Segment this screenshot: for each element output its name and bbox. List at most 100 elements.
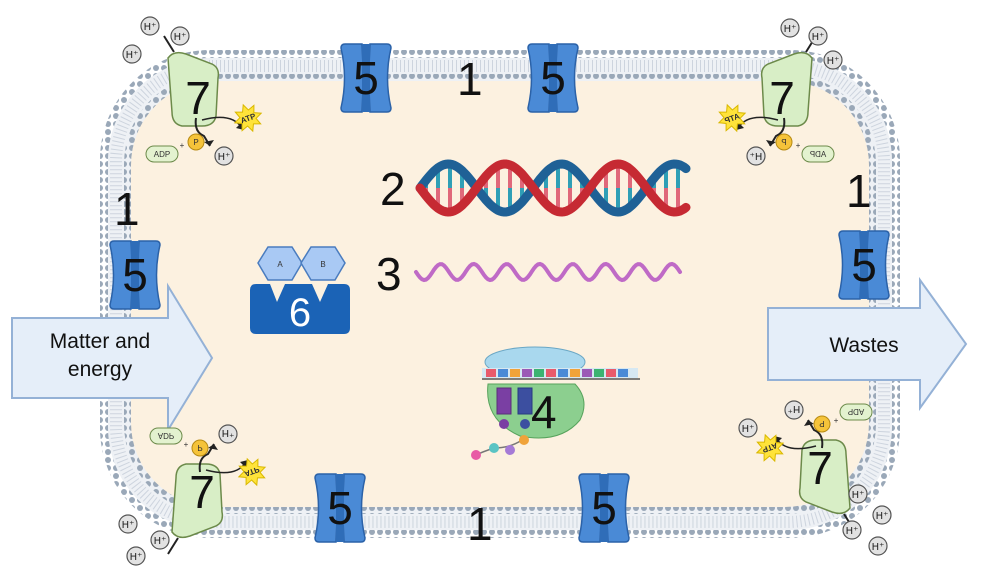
- label-channel: 5: [353, 52, 379, 104]
- proton: H⁺: [868, 536, 888, 556]
- proton-label: H⁺: [788, 403, 801, 414]
- proton: H⁺: [738, 418, 758, 438]
- phosphate-label: P: [819, 419, 824, 428]
- substrate-a: [257, 246, 303, 281]
- matter-energy-arrow: Matter and energy: [11, 282, 214, 434]
- label-atp-synthase: 7: [185, 72, 211, 124]
- adp-molecule: ADP: [839, 403, 873, 421]
- dna-strand-blue: [415, 159, 691, 217]
- adp-label: ADP: [848, 407, 864, 416]
- proton-label: H⁺: [222, 427, 235, 438]
- proton-label: H⁺: [174, 32, 187, 43]
- label-channel: 5: [122, 249, 148, 301]
- proton-label: H⁺: [742, 424, 755, 435]
- proton: H⁺: [823, 50, 843, 70]
- adp-molecule: ADP: [145, 145, 179, 163]
- proton-label: H⁺: [126, 50, 139, 61]
- rna-strand: [414, 261, 682, 283]
- proton-label: H⁺: [144, 22, 157, 33]
- channel-protein: 5: [838, 230, 890, 300]
- label-channel: 5: [591, 482, 617, 534]
- label-atp-synthase: 7: [189, 466, 215, 518]
- phosphate-label: P: [197, 443, 202, 452]
- proton-label: H⁺: [218, 152, 231, 163]
- phosphate: P: [191, 439, 209, 457]
- mrna-codons: [482, 368, 640, 380]
- phosphate: P: [813, 415, 831, 433]
- ribosome: 4: [471, 346, 640, 460]
- label-channel: 5: [327, 482, 353, 534]
- channel-protein: 5: [109, 240, 161, 310]
- plus-sign: +: [795, 141, 800, 150]
- substrate-b: [300, 246, 346, 281]
- input-label-line1: Matter and: [50, 330, 150, 353]
- proton: H⁺: [170, 26, 190, 46]
- enzyme: 6 A B: [250, 246, 350, 335]
- proton: H⁺: [214, 146, 234, 166]
- atp-molecule: ATP: [755, 433, 785, 463]
- plus-sign: +: [180, 141, 185, 150]
- channel-protein: 5: [527, 43, 579, 113]
- proton: H⁺: [848, 484, 868, 504]
- label-membrane-bottom: 1: [467, 498, 493, 550]
- label-membrane-top: 1: [457, 53, 483, 105]
- proton: H⁺: [808, 26, 828, 46]
- atp-synthase: ATP P + ADP H⁺ 7: [755, 400, 873, 531]
- label-atp-synthase: 7: [807, 442, 833, 494]
- proton: H⁺: [118, 514, 138, 534]
- label-channel: 5: [540, 52, 566, 104]
- trna-1: [496, 387, 512, 415]
- label-membrane-right: 1: [846, 165, 872, 217]
- plus-sign: +: [833, 416, 838, 425]
- proton: H⁺: [842, 520, 862, 540]
- cell-membrane: [100, 50, 900, 538]
- plus-sign: +: [184, 440, 189, 449]
- proton-label: H⁺: [872, 542, 885, 553]
- proton: H⁺: [746, 146, 766, 166]
- proton-label: H⁺: [750, 152, 763, 163]
- proton-label: H⁺: [876, 511, 889, 522]
- proton-label: H⁺: [827, 56, 840, 67]
- atp-synthase: ATP P + ADP H⁺ 7: [149, 424, 267, 555]
- atp-molecule: ATP: [233, 103, 263, 133]
- proton-label: H⁺: [846, 526, 859, 537]
- substrate-b-label: B: [320, 260, 325, 269]
- polypeptide-chain: [471, 435, 529, 460]
- proton: H⁺: [784, 400, 804, 420]
- trna-2: [517, 387, 533, 415]
- atp-synthase: ATP P +ADP H⁺ 7: [145, 35, 263, 166]
- adp-molecule: ADP: [149, 427, 183, 445]
- proton: H⁺: [122, 44, 142, 64]
- proton-label: H⁺: [154, 536, 167, 547]
- dna-double-helix: [415, 159, 691, 217]
- proton-label: H⁺: [812, 32, 825, 43]
- wastes-arrow: Wastes: [767, 276, 968, 412]
- label-atp-synthase: 7: [769, 72, 795, 124]
- proton: H⁺: [150, 530, 170, 550]
- proton: H⁺: [140, 16, 160, 36]
- adp-label: ADP: [810, 150, 826, 159]
- proton: H⁺: [126, 546, 146, 566]
- label-enzyme: 6: [289, 291, 311, 335]
- phosphate-label: P: [781, 138, 786, 147]
- proton-label: H⁺: [784, 24, 797, 35]
- phosphate: P: [775, 133, 793, 151]
- channel-protein: 5: [314, 473, 366, 543]
- output-label: Wastes: [829, 334, 898, 357]
- channel-protein: 5: [340, 43, 392, 113]
- proton: H⁺: [780, 18, 800, 38]
- label-rna: 3: [376, 248, 402, 300]
- proton-label: H⁺: [122, 520, 135, 531]
- label-channel: 5: [851, 239, 877, 291]
- proton: H⁺: [872, 505, 892, 525]
- proton-label: H⁺: [852, 490, 865, 501]
- proton-label: H⁺: [130, 552, 143, 563]
- input-label-line2: energy: [68, 358, 133, 381]
- proton: H⁺: [218, 424, 238, 444]
- phosphate: P: [187, 133, 205, 151]
- phosphate-label: P: [193, 138, 198, 147]
- atp-molecule: ATP: [237, 457, 267, 487]
- adp-label: ADP: [158, 431, 174, 440]
